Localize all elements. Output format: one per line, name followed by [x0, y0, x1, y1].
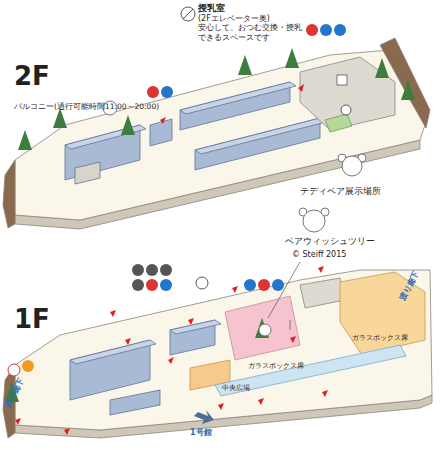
callout-text: 安心して、おつむ交換・授乳できるスペースです: [198, 23, 306, 42]
facility-icons: [8, 7, 351, 376]
floor-number: 1F: [14, 305, 50, 335]
place-label: 中央広場: [222, 384, 250, 392]
entrance-arrows: [15, 84, 328, 435]
floor-2f: [3, 38, 430, 229]
seat-label: ガラスボックス席: [352, 334, 408, 342]
direction-arrow: [194, 410, 214, 424]
callout-box: 授乳室(2Fエレベーター奥)安心して、おつむ交換・授乳できるスペースです: [198, 3, 306, 43]
bear-icons: [103, 101, 366, 336]
leader-lines: [268, 262, 300, 330]
seat-label: ガラスボックス席: [248, 362, 304, 370]
place-label: テディベア展示場所: [300, 186, 381, 196]
place-label: ベアウィッシュツリー: [285, 236, 375, 246]
callout-text: 授乳室: [198, 3, 306, 14]
trees: [5, 48, 415, 402]
callout-text: (2Fエレベーター奥): [198, 14, 306, 24]
shops-2f: [65, 57, 395, 184]
building-label: 1号館: [190, 428, 212, 437]
copyright-note: © Steiff 2015: [292, 250, 346, 259]
floor-number: 2F: [14, 62, 50, 92]
shops-1f: [70, 272, 425, 415]
floor-1f: [3, 270, 432, 438]
area-note: バルコニー(通行可能時間11:00～20:00): [14, 103, 159, 112]
